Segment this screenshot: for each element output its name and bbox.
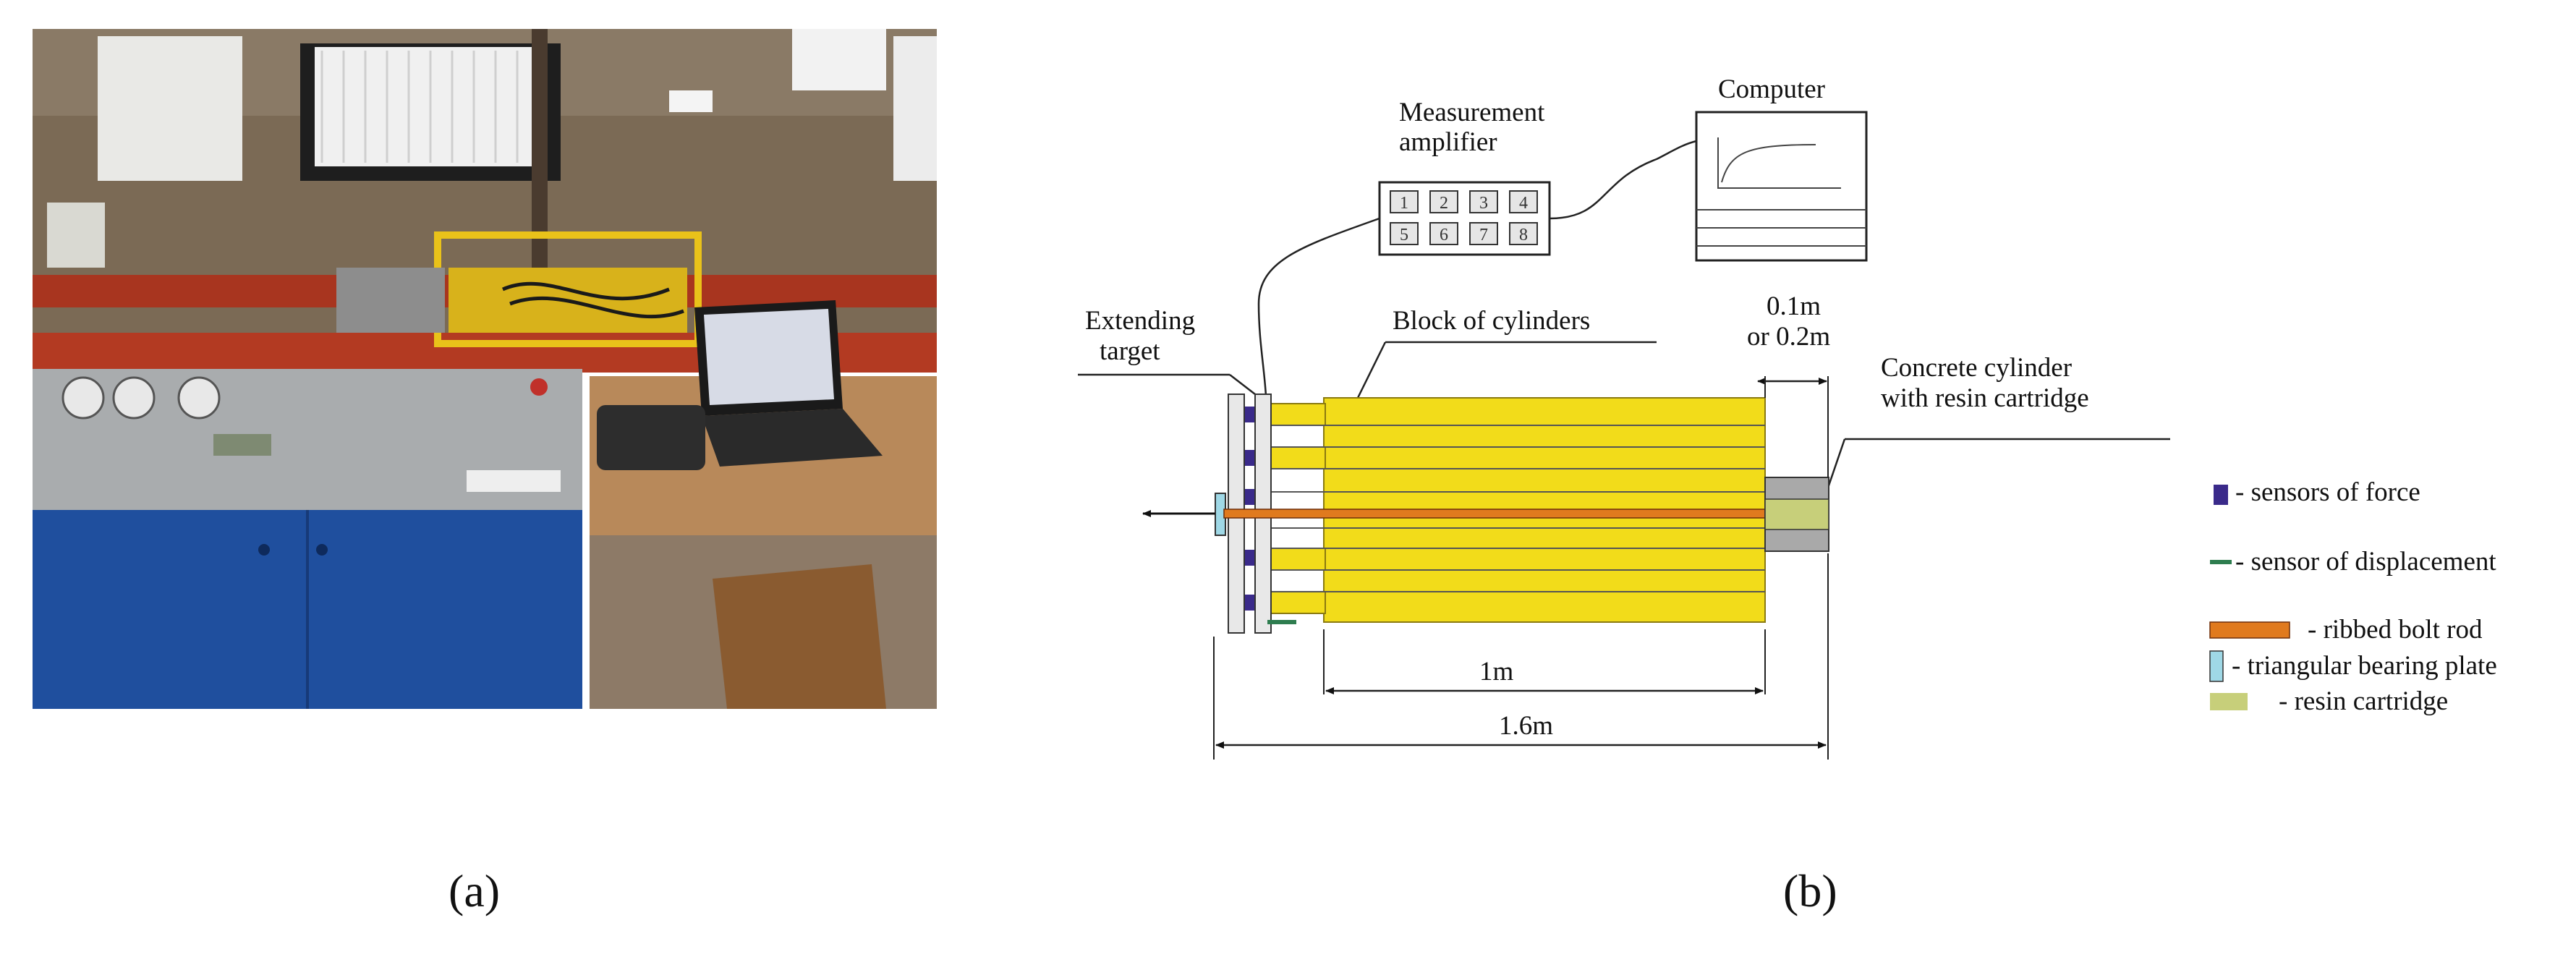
label-concrete-line2: with resin cartridge [1881,383,2089,413]
dimension-outer-label: 1.6m [1499,711,1553,741]
label-concrete-line1: Concrete cylinder [1881,353,2072,383]
dimension-inner-label: 1m [1479,657,1514,686]
cable-amp-sensors [1257,217,1380,397]
label-extending-line2: target [1100,336,1160,366]
legend-item: - sensor of displacement [2235,547,2496,577]
photo-stop-button [530,378,548,396]
legend-swatch-bolt [2209,621,2290,639]
resin-cartridge [1764,498,1829,530]
test-stand-schematic: Computer Measurement amplifier 1 2 3 4 5… [1078,75,2497,760]
amplifier-channel-label: 1 [1400,194,1408,213]
caption-a: (a) [449,865,501,916]
label-gap-line1: 0.1m [1767,292,1821,321]
amplifier-channel-label: 2 [1440,194,1448,213]
photo-socket [669,90,713,112]
ribbed-bolt-rod [1223,509,1829,519]
computer-icon [1695,111,1868,262]
force-sensors [1245,407,1254,611]
caption-b: (b) [1783,865,1837,916]
label-amplifier-line2: amplifier [1399,127,1497,157]
legend: - sensors of force - sensor of displacem… [2209,477,2497,716]
legend-swatch-resin [2210,693,2248,710]
amplifier-channels: 1 2 3 4 5 6 7 8 [1390,190,1538,245]
photo-wall-panel [98,36,242,181]
test-stand-photo [33,29,937,709]
amplifier-channel-label: 3 [1479,194,1488,213]
label-block-of-cylinders: Block of cylinders [1393,306,1590,336]
amplifier-channel-label: 8 [1519,226,1528,244]
legend-swatch-bearing-plate [2209,650,2224,682]
legend-swatch-displacement [2210,560,2232,564]
label-gap-line2: or 0.2m [1747,322,1830,352]
legend-item: - ribbed bolt rod [2308,615,2483,645]
amplifier-box: 1 2 3 4 5 6 7 8 [1378,181,1551,256]
legend-item: - resin cartridge [2279,686,2448,716]
legend-swatch-force [2214,485,2228,505]
photo-cylinder-block [336,268,445,333]
photo-gauge [61,376,105,420]
photo-chair [713,564,886,709]
legend-item: - sensors of force [2235,477,2420,507]
label-extending-line1: Extending [1085,306,1195,336]
cable-amp-computer [1549,140,1697,220]
legend-item: - triangular bearing plate [2232,651,2497,681]
amplifier-channel-label: 4 [1519,194,1528,213]
label-computer: Computer [1718,75,1825,104]
label-amplifier-line1: Measurement [1399,98,1545,127]
photo-amplifier [597,405,705,470]
displacement-sensor [1267,620,1296,624]
amplifier-channel-label: 5 [1400,226,1408,244]
amplifier-channel-label: 7 [1479,226,1488,244]
amplifier-channel-label: 6 [1440,226,1448,244]
